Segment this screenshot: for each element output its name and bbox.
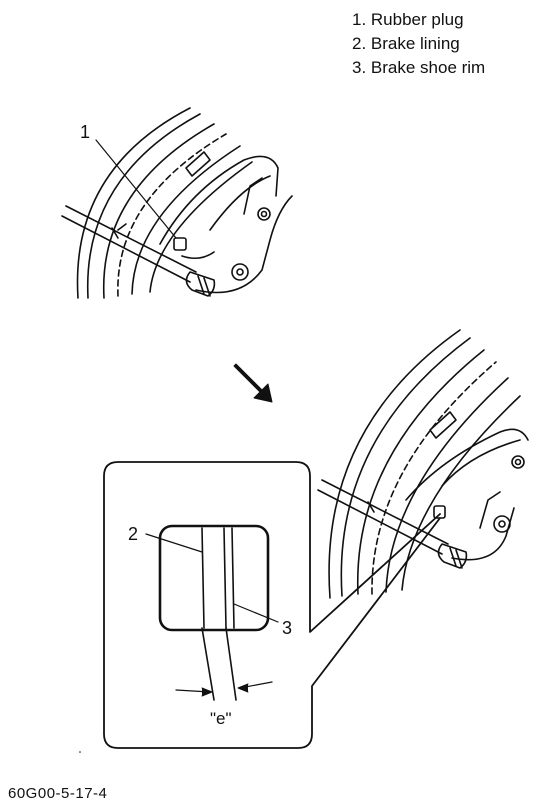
parts-legend: 1. Rubber plug 2. Brake lining 3. Brake … — [352, 8, 485, 80]
zoom-callout-box — [103, 461, 441, 749]
figure-code: 60G00-5-17-4 — [8, 785, 108, 802]
inspection-hole-detail — [145, 524, 279, 701]
legend-item-rubber-plug: 1. Rubber plug — [352, 10, 464, 29]
legend-item-brake-lining: 2. Brake lining — [352, 34, 460, 53]
clearance-label: "e" — [210, 709, 232, 728]
drum-view-bottom — [317, 329, 529, 599]
callout-3: 3 — [282, 618, 292, 638]
legend-item-brake-shoe-rim: 3. Brake shoe rim — [352, 58, 486, 77]
callout-2: 2 — [128, 524, 138, 544]
drum-view-top — [61, 107, 293, 299]
callout-1: 1 — [80, 122, 90, 142]
direction-arrow — [233, 363, 273, 403]
